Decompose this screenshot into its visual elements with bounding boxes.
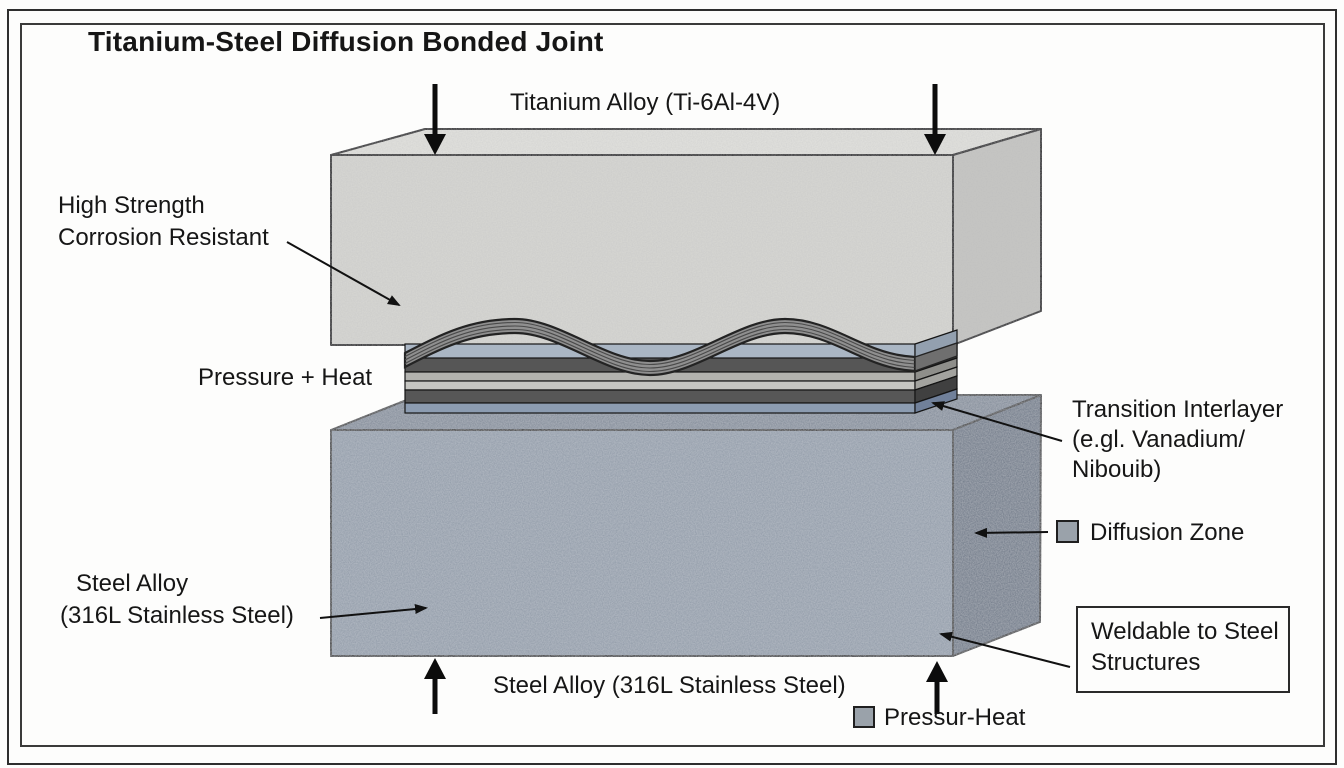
steel-alloy-left-line1: Steel Alloy [76, 570, 189, 597]
transition-interlayer-line2: (e.gl. Vanadium/ [1072, 426, 1245, 453]
interlayer-layer-5 [404, 402, 916, 414]
steel-side-face [952, 394, 1042, 657]
wave-inner-line-2 [404, 325, 916, 369]
interlayer-layer-5-side [914, 388, 958, 414]
inner-frame [20, 23, 1325, 747]
pressure-heat-legend-label: Pressur-Heat [884, 704, 1026, 731]
arrow-down-icon [924, 84, 946, 155]
weldable-line2: Structures [1091, 649, 1201, 676]
titanium-block [330, 128, 1042, 346]
interlayer-layer-3 [404, 380, 916, 391]
leader-arrow-icon [931, 401, 1063, 442]
legend-square-icon [1056, 520, 1079, 543]
titanium-property-line1: High Strength [58, 192, 205, 219]
leader-arrow-icon [939, 631, 1071, 668]
transition-interlayer-line1: Transition Interlayer [1072, 396, 1284, 423]
steel-front-face [330, 429, 954, 657]
pressure-arrows-bottom [424, 658, 948, 714]
arrow-up-icon [424, 658, 446, 714]
titanium-alloy-label: Titanium Alloy (Ti-6Al-4V) [510, 89, 781, 116]
weldable-line1: Weldable to Steel [1091, 618, 1279, 645]
wavy-bond-interface [403, 317, 958, 377]
pressure-arrows-top [424, 84, 946, 155]
leader-arrow-icon [974, 527, 1049, 538]
diagram-title: Titanium-Steel Diffusion Bonded Joint [88, 26, 604, 57]
leader-arrow-icon [319, 604, 428, 619]
wave-inner-line-1 [404, 321, 916, 366]
interlayer-layer-4 [404, 389, 916, 404]
titanium-side-face [952, 128, 1042, 346]
diffusion-zone-label: Diffusion Zone [1090, 519, 1245, 546]
wave-side-face [914, 342, 958, 372]
weldable-callout-box: Weldable to Steel Structures [1076, 606, 1290, 693]
legend-square-icon [853, 706, 875, 728]
steel-block [330, 394, 1042, 657]
leader-arrow-icon [286, 241, 401, 306]
outer-frame [7, 9, 1337, 765]
steel-alloy-left-line2: (316L Stainless Steel) [60, 602, 294, 629]
arrow-down-icon [424, 84, 446, 155]
leader-lines [286, 241, 1071, 668]
titanium-front-face [330, 154, 954, 346]
wave-inner-line-3 [404, 328, 916, 373]
titanium-property-line2: Corrosion Resistant [58, 224, 269, 251]
transition-interlayer-line3: Nibouib) [1072, 456, 1162, 483]
pressure-heat-label: Pressure + Heat [198, 364, 373, 391]
steel-alloy-bottom-label: Steel Alloy (316L Stainless Steel) [493, 672, 846, 699]
arrow-up-icon [926, 661, 948, 714]
